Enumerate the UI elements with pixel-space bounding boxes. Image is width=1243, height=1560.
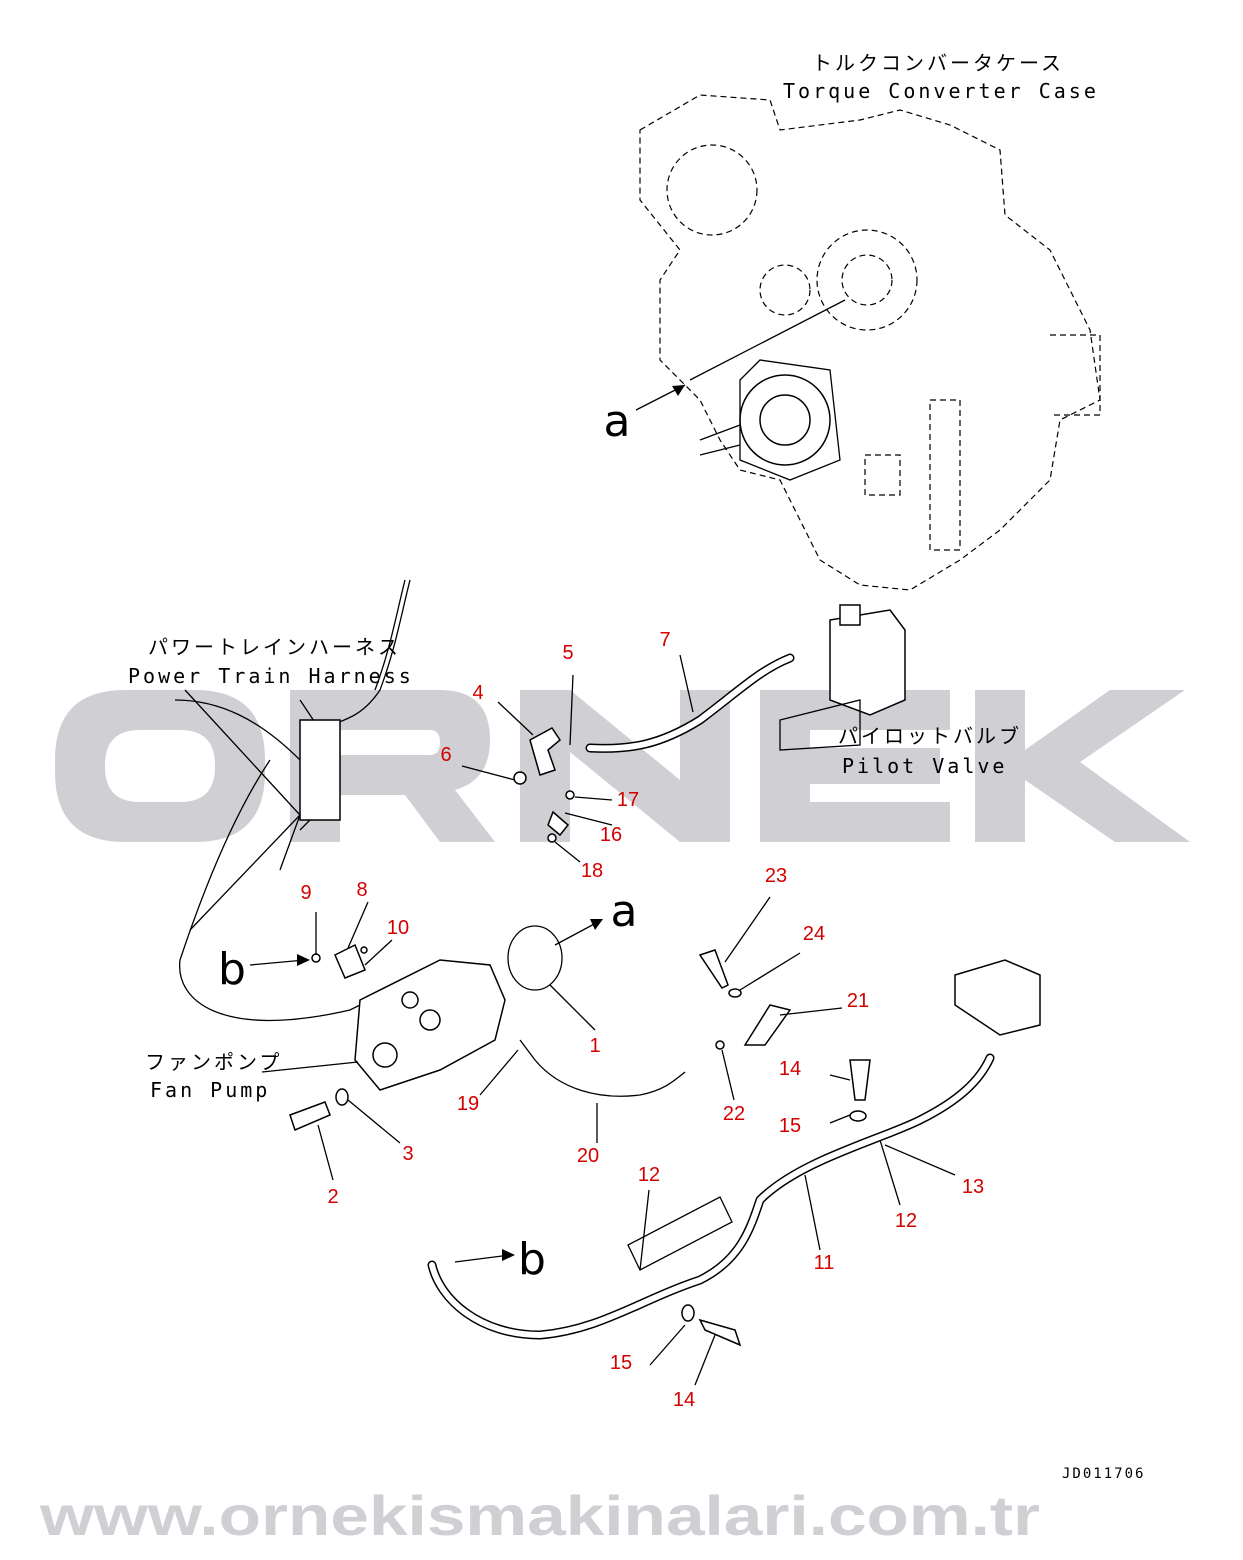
pilot-valve bbox=[779, 604, 906, 751]
callout-4: 4 bbox=[472, 682, 483, 704]
callout-numbers: 1 2 3 4 5 6 7 8 9 10 11 12 12 13 14 14 1… bbox=[300, 629, 984, 1411]
callout-18: 18 bbox=[581, 860, 603, 882]
fan-pump-label-jp: ファンポンプ bbox=[145, 1050, 282, 1074]
callout-2: 2 bbox=[327, 1186, 338, 1208]
callout-14: 14 bbox=[779, 1058, 801, 1080]
ref-letter-b: b bbox=[518, 1234, 546, 1285]
torque-converter-label-en: Torque Converter Case bbox=[783, 79, 1099, 103]
fan-pump bbox=[354, 959, 506, 1091]
watermark-letter-o bbox=[55, 690, 265, 842]
pilot-valve-label-jp: パイロットバルブ bbox=[838, 724, 1022, 748]
watermark-url: www.ornekismakinalari.com.tr bbox=[39, 1484, 1040, 1547]
leader-lines bbox=[315, 654, 956, 1386]
watermark-brand-logo bbox=[55, 690, 1190, 842]
callout-17: 17 bbox=[617, 789, 639, 811]
ref-letter-a: a bbox=[611, 886, 638, 937]
callout-24: 24 bbox=[803, 923, 825, 945]
callout-12: 12 bbox=[638, 1164, 660, 1186]
pilot-valve-label-en: Pilot Valve bbox=[842, 754, 1007, 778]
ref-letter-a: a bbox=[604, 396, 631, 447]
callout-16: 16 bbox=[600, 824, 622, 846]
callout-19: 19 bbox=[457, 1093, 479, 1115]
callout-14: 14 bbox=[673, 1389, 695, 1411]
callout-10: 10 bbox=[387, 917, 409, 939]
torque-converter-case bbox=[639, 94, 1101, 591]
callout-12: 12 bbox=[895, 1210, 917, 1232]
callout-23: 23 bbox=[765, 865, 787, 887]
callout-6: 6 bbox=[440, 744, 451, 766]
callout-8: 8 bbox=[356, 879, 367, 901]
power-train-label-en: Power Train Harness bbox=[128, 664, 414, 688]
power-train-harness bbox=[174, 579, 411, 1022]
callout-13: 13 bbox=[962, 1176, 984, 1198]
callout-5: 5 bbox=[562, 642, 573, 664]
callout-11: 11 bbox=[814, 1252, 835, 1274]
power-train-label-jp: パワートレインハーネス bbox=[148, 635, 401, 659]
ref-letter-b: b bbox=[218, 944, 246, 995]
callout-3: 3 bbox=[402, 1143, 413, 1165]
callout-15: 15 bbox=[779, 1115, 801, 1137]
watermark-letter-e bbox=[760, 690, 950, 842]
fan-pump-label-en: Fan Pump bbox=[150, 1078, 270, 1102]
callout-1: 1 bbox=[589, 1035, 600, 1057]
callout-22: 22 bbox=[723, 1103, 745, 1125]
callout-20: 20 bbox=[577, 1145, 599, 1167]
torque-converter-label-jp: トルクコンバータケース bbox=[812, 51, 1064, 75]
watermark-letter-n bbox=[520, 690, 730, 842]
callout-7: 7 bbox=[659, 629, 670, 651]
callout-21: 21 bbox=[847, 990, 869, 1012]
drawing-code: JD011706 bbox=[1062, 1466, 1145, 1482]
watermark-letter-k bbox=[975, 690, 1190, 842]
callout-15: 15 bbox=[610, 1352, 632, 1374]
callout-9: 9 bbox=[300, 882, 311, 904]
watermark-letter-r bbox=[290, 690, 495, 842]
